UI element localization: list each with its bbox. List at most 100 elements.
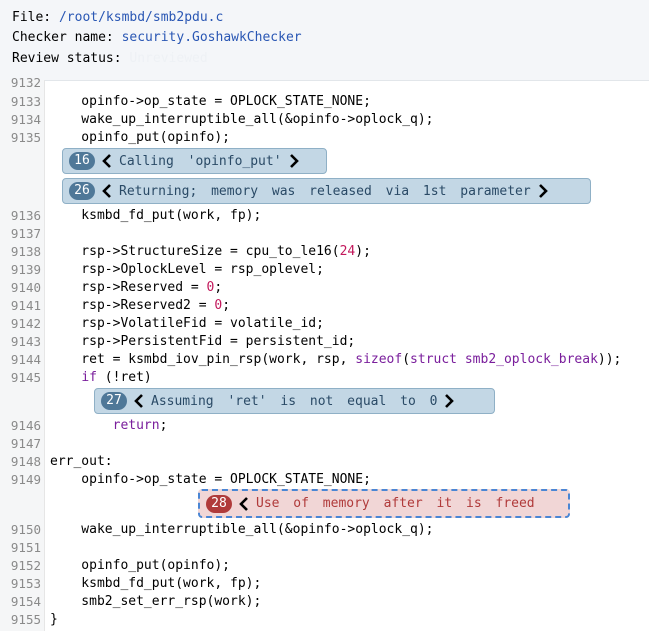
- line-code: wake_up_interruptible_all(&opinfo->oploc…: [50, 112, 434, 127]
- code-line: 9143 rsp->PersistentFid = persistent_id;: [0, 333, 649, 351]
- code-line: 9141 rsp->Reserved2 = 0;: [0, 297, 649, 315]
- type-name: smb2_oplock_break: [464, 352, 598, 367]
- code-line: 9140 rsp->Reserved = 0;: [0, 279, 649, 297]
- line-number: 9152: [10, 558, 41, 573]
- line-number: 9134: [10, 112, 41, 127]
- line-code: ksmbd_fd_put(work, fp);: [50, 208, 262, 223]
- step-badge: 16: [69, 152, 95, 170]
- code-line: 9137: [0, 225, 649, 243]
- line-code: wake_up_interruptible_all(&opinfo->oploc…: [50, 522, 434, 537]
- code-line: 9133 opinfo->op_state = OPLOCK_STATE_NON…: [0, 93, 649, 111]
- line-code: opinfo->op_state = OPLOCK_STATE_NONE;: [50, 94, 371, 109]
- line-code: }: [50, 612, 58, 627]
- number-literal: 24: [339, 244, 356, 259]
- file-path-link[interactable]: /root/ksmbd/smb2pdu.c: [58, 10, 224, 25]
- line-number-gutter: [0, 80, 45, 631]
- step-badge: 26: [69, 182, 95, 200]
- line-number: 9136: [10, 208, 41, 223]
- line-number: 9132: [10, 75, 41, 90]
- code-text: ;: [159, 418, 168, 433]
- path-event-26[interactable]: 26 Returning; memory was released via 1s…: [62, 178, 591, 204]
- line-number: 9146: [10, 418, 41, 433]
- keyword: return: [112, 418, 160, 433]
- path-event-27[interactable]: 27 Assuming 'ret' is not equal to 0: [94, 388, 495, 414]
- file-label: File:: [12, 10, 52, 25]
- review-status-value[interactable]: Unreviewed: [129, 51, 208, 66]
- code-text: (: [402, 352, 411, 367]
- chevron-left-icon[interactable]: [99, 152, 115, 170]
- line-code: opinfo_put(opinfo);: [50, 130, 231, 145]
- line-number: 9149: [10, 472, 41, 487]
- event-message: Returning; memory was released via 1st p…: [119, 183, 531, 199]
- line-code: ksmbd_fd_put(work, fp);: [50, 576, 262, 591]
- chevron-left-icon[interactable]: [131, 392, 147, 410]
- line-code: ret = ksmbd_iov_pin_rsp(work, rsp, sizeo…: [50, 351, 621, 369]
- keyword: if: [81, 370, 97, 385]
- line-code: err_out:: [50, 454, 113, 469]
- code-line: 9144 ret = ksmbd_iov_pin_rsp(work, rsp, …: [0, 351, 649, 369]
- code-line: 9142 rsp->VolatileFid = volatile_id;: [0, 315, 649, 333]
- line-code: rsp->PersistentFid = persistent_id;: [50, 334, 356, 349]
- line-code: rsp->Reserved2 = 0;: [50, 297, 230, 315]
- step-badge: 28: [206, 494, 232, 513]
- code-line: 9145 if (!ret): [0, 369, 649, 387]
- line-number: 9139: [10, 262, 41, 277]
- code-text: rsp->Reserved =: [50, 280, 207, 295]
- code-text: rsp->StructureSize = cpu_to_le16(: [50, 244, 340, 259]
- code-text: ;: [222, 298, 231, 313]
- code-line: 9151: [0, 539, 649, 557]
- path-event-16[interactable]: 16 Calling 'opinfo_put': [62, 148, 327, 174]
- code-line: 9148 err_out:: [0, 453, 649, 471]
- code-text: [457, 352, 465, 367]
- keyword: struct: [410, 352, 458, 367]
- line-code: return;: [50, 417, 168, 435]
- line-number: 9142: [10, 316, 41, 331]
- line-number: 9141: [10, 298, 41, 313]
- line-number: 9148: [10, 454, 41, 469]
- line-number: 9153: [10, 576, 41, 591]
- chevron-left-icon[interactable]: [99, 182, 115, 200]
- line-code: opinfo->op_state = OPLOCK_STATE_NONE;: [50, 472, 371, 487]
- code-line: 9135 opinfo_put(opinfo);: [0, 129, 649, 147]
- line-number: 9143: [10, 334, 41, 349]
- checker-name-link[interactable]: security.GoshawkChecker: [121, 30, 302, 45]
- chevron-right-icon[interactable]: [441, 392, 457, 410]
- code-line: 9136 ksmbd_fd_put(work, fp);: [0, 207, 649, 225]
- review-label: Review status:: [12, 51, 122, 66]
- number-literal: 0: [214, 298, 223, 313]
- chevron-right-icon[interactable]: [286, 152, 302, 170]
- line-number: 9135: [10, 130, 41, 145]
- event-message: Use of memory after it is freed: [256, 496, 535, 511]
- code-text: ret = ksmbd_iov_pin_rsp(work, rsp,: [50, 352, 356, 367]
- code-text: [50, 370, 81, 385]
- code-line: 9139 rsp->OplockLevel = rsp_oplevel;: [0, 261, 649, 279]
- review-row: Review status: Unreviewed: [12, 50, 208, 68]
- line-number: 9145: [10, 370, 41, 385]
- code-text: rsp->Reserved2 =: [50, 298, 215, 313]
- line-code: if (!ret): [50, 369, 151, 387]
- source-view: 9132 9133 opinfo->op_state = OPLOCK_STAT…: [0, 75, 649, 631]
- line-code: rsp->Reserved = 0;: [50, 279, 222, 297]
- line-code: opinfo_put(opinfo);: [50, 558, 231, 573]
- number-literal: 0: [206, 280, 215, 295]
- checker-label: Checker name:: [12, 30, 114, 45]
- line-number: 9150: [10, 522, 41, 537]
- code-line: 9146 return;: [0, 417, 649, 435]
- line-number: 9133: [10, 94, 41, 109]
- line-number: 9138: [10, 244, 41, 259]
- line-number: 9155: [10, 612, 41, 627]
- chevron-left-icon[interactable]: [236, 495, 252, 513]
- path-event-28-error[interactable]: 28 Use of memory after it is freed: [198, 489, 570, 518]
- line-number: 9140: [10, 280, 41, 295]
- code-line: 9152 opinfo_put(opinfo);: [0, 557, 649, 575]
- chevron-right-icon[interactable]: [535, 182, 551, 200]
- code-line: 9138 rsp->StructureSize = cpu_to_le16(24…: [0, 243, 649, 261]
- line-code: smb2_set_err_rsp(work);: [50, 594, 262, 609]
- code-text: ;: [214, 280, 223, 295]
- line-number: 9151: [10, 540, 41, 555]
- report-header: File: /root/ksmbd/smb2pdu.c Checker name…: [0, 0, 649, 81]
- keyword: sizeof: [355, 352, 403, 367]
- code-line: 9147: [0, 435, 649, 453]
- code-text: [50, 418, 113, 433]
- code-text: );: [355, 244, 371, 259]
